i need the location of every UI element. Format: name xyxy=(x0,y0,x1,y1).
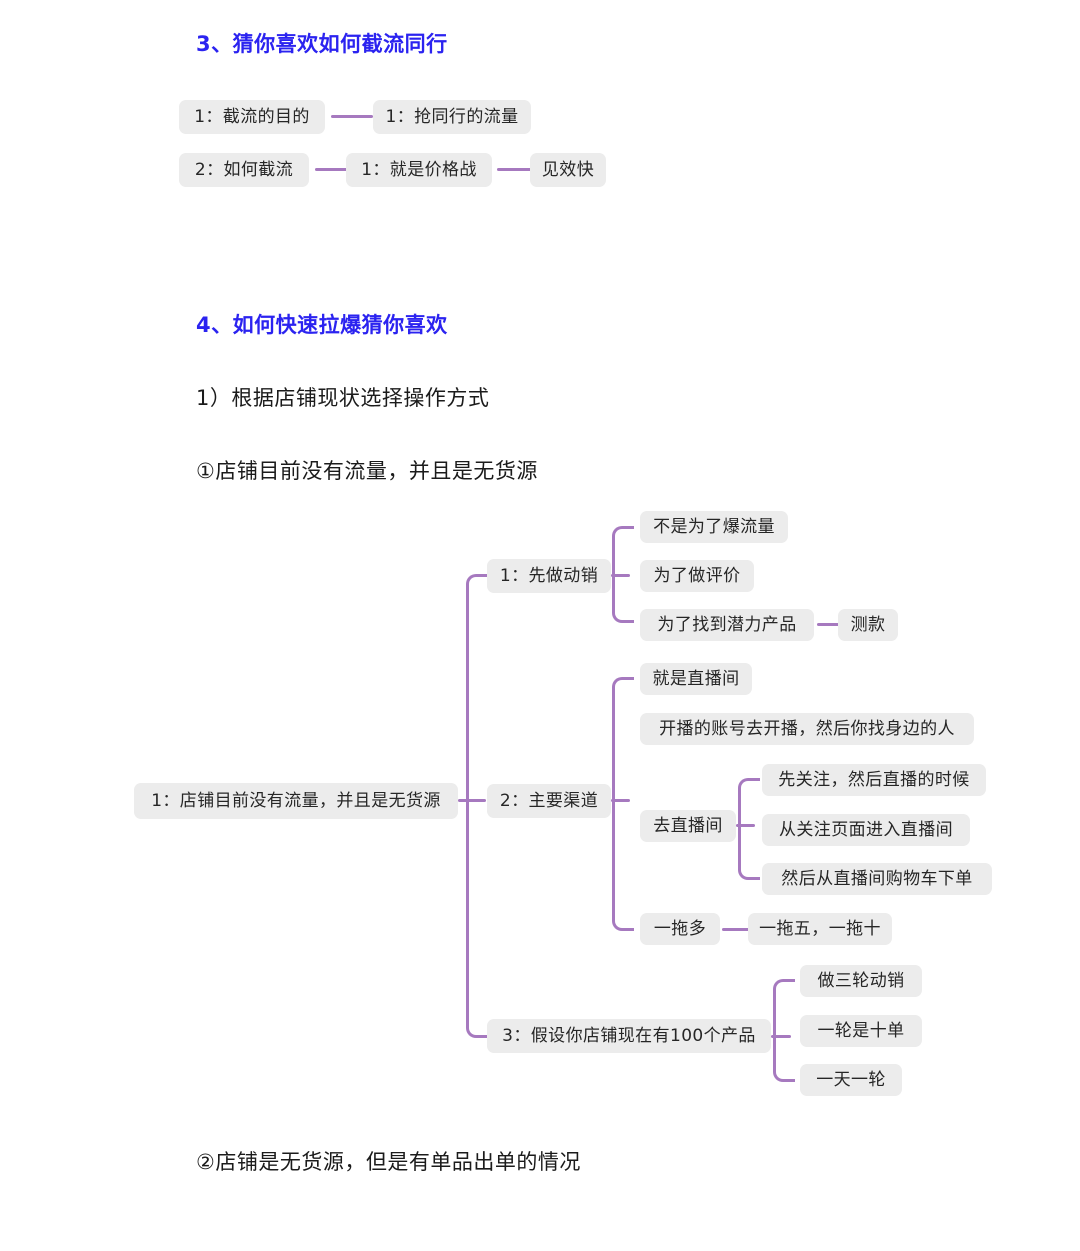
connector-line xyxy=(458,799,486,802)
connector-line xyxy=(611,799,630,802)
paragraph-1: 1）根据店铺现状选择操作方式 xyxy=(196,386,490,410)
connector-line xyxy=(331,115,373,118)
mindmap-node[interactable]: 然后从直播间购物车下单 xyxy=(762,863,992,895)
mindmap-node[interactable]: 见效快 xyxy=(530,153,606,187)
heading-section-3: 3、猜你喜欢如何截流同行 xyxy=(196,32,448,56)
connector-bracket xyxy=(612,526,634,623)
mindmap-root-node[interactable]: 1：店铺目前没有流量，并且是无货源 xyxy=(134,783,458,819)
mindmap-node[interactable]: 做三轮动销 xyxy=(800,965,922,997)
heading-section-4: 4、如何快速拉爆猜你喜欢 xyxy=(196,313,448,337)
mindmap-node[interactable]: 一拖五，一拖十 xyxy=(748,913,892,945)
mindmap-node[interactable]: 一天一轮 xyxy=(800,1064,902,1096)
mindmap-node[interactable]: 为了找到潜力产品 xyxy=(640,609,814,641)
connector-line xyxy=(771,1035,791,1038)
connector-line xyxy=(497,168,533,171)
mindmap-node[interactable]: 1：截流的目的 xyxy=(179,100,325,134)
mindmap-node[interactable]: 2：主要渠道 xyxy=(487,784,611,818)
connector-bracket xyxy=(773,979,795,1082)
connector-line xyxy=(817,623,850,626)
mindmap-node[interactable]: 不是为了爆流量 xyxy=(640,511,788,543)
mindmap-node[interactable]: 去直播间 xyxy=(640,810,736,842)
mindmap-node[interactable]: 从关注页面进入直播间 xyxy=(762,814,970,846)
paragraph-2: ①店铺目前没有流量，并且是无货源 xyxy=(196,459,538,483)
mindmap-node[interactable]: 开播的账号去开播，然后你找身边的人 xyxy=(640,713,974,745)
connector-line xyxy=(722,928,758,931)
connector-bracket xyxy=(612,677,634,931)
mindmap-node[interactable]: 一拖多 xyxy=(640,913,720,945)
mindmap-node[interactable]: 1：抢同行的流量 xyxy=(373,100,531,134)
connector-line xyxy=(736,824,755,827)
mindmap-node[interactable]: 一轮是十单 xyxy=(800,1015,922,1047)
mindmap-node[interactable]: 测款 xyxy=(838,609,898,641)
connector-bracket xyxy=(466,574,488,1038)
mindmap-node[interactable]: 3：假设你店铺现在有100个产品 xyxy=(487,1019,771,1053)
connector-bracket xyxy=(738,778,760,880)
connector-line xyxy=(611,574,630,577)
mindmap-node[interactable]: 就是直播间 xyxy=(640,663,752,695)
paragraph-3: ②店铺是无货源，但是有单品出单的情况 xyxy=(196,1150,581,1174)
mindmap-node[interactable]: 2：如何截流 xyxy=(179,153,309,187)
mindmap-node[interactable]: 1：先做动销 xyxy=(487,559,611,593)
mindmap-node[interactable]: 1：就是价格战 xyxy=(346,153,492,187)
connector-line xyxy=(315,168,356,171)
mindmap-node[interactable]: 为了做评价 xyxy=(640,560,754,592)
mindmap-node[interactable]: 先关注，然后直播的时候 xyxy=(762,764,986,796)
